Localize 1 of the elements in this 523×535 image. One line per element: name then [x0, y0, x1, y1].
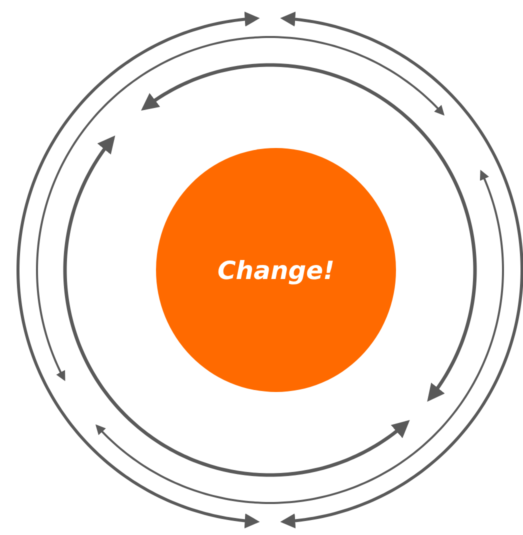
circle-label: Change! [217, 256, 335, 284]
